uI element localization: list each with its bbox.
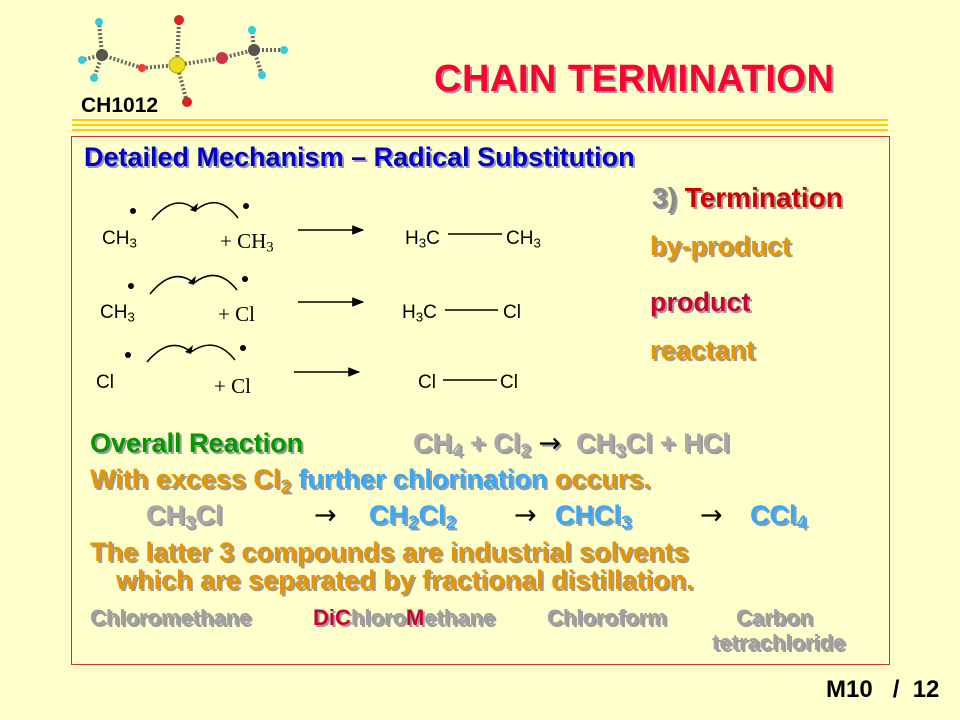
header-rule-2 [72, 124, 888, 126]
header-rule-3 [72, 129, 888, 131]
arrow-icon: → [700, 500, 723, 531]
solvents-line-2: which are separated by fractional distil… [116, 565, 694, 595]
arrow-icon: → [314, 500, 337, 531]
role-label-product: product [650, 287, 751, 317]
reactant-left: Cl [96, 372, 114, 393]
radical-dot [242, 276, 248, 282]
product-right: CH3 [506, 228, 541, 251]
role-label-byproduct: by-product [650, 231, 791, 261]
role-label-reactant: reactant [650, 335, 756, 365]
name-carbon: Carbon [736, 605, 813, 630]
header-rule-1 [72, 119, 888, 121]
compound-carbon-tetrachloride: CCl4 [750, 500, 808, 534]
reactant-right: + Cl [218, 302, 255, 326]
curved-arrow-icon [151, 202, 197, 221]
excess-chlorine-line: With excess Cl2 further chlorination occ… [90, 464, 651, 498]
page-number: M10 / 12 [826, 676, 940, 703]
product-left: H3C [402, 302, 437, 325]
reactant-right: + Cl [214, 374, 251, 398]
name-chloromethane: Chloromethane [90, 605, 252, 630]
name-chloroform: Chloroform [547, 605, 667, 630]
stage-word: Termination [684, 182, 843, 213]
curved-arrow-icon [193, 274, 238, 291]
reactant-left: CH3 [102, 228, 137, 251]
course-code: CH1012 [81, 94, 159, 117]
arrow-icon: → [538, 428, 561, 459]
overall-reaction-label: Overall Reaction [90, 428, 304, 458]
radical-dot [128, 283, 134, 289]
solvents-line-1: The latter 3 compounds are industrial so… [90, 537, 689, 567]
radical-dot [125, 352, 131, 358]
section-subtitle: Detailed Mechanism – Radical Substitutio… [84, 142, 635, 172]
compound-dichloromethane: CH2Cl2 [369, 500, 457, 534]
overall-equation: CH4 + Cl2 → CH3Cl + HCl [413, 428, 730, 462]
slide-title: CHAIN TERMINATION [434, 58, 835, 100]
curved-arrow-icon [190, 344, 236, 361]
product-right: Cl [500, 372, 518, 393]
name-dichloromethane: DiChloroMethane [313, 605, 496, 630]
arrow-icon: → [514, 500, 537, 531]
curved-arrow-icon [195, 201, 239, 219]
product-left: Cl [418, 372, 436, 393]
molecule-logo-icon [78, 15, 288, 107]
radical-dot [243, 203, 249, 209]
product-left: H3C [405, 228, 440, 251]
reaction-scheme [125, 201, 502, 381]
stage-label: 3) Termination [652, 182, 843, 214]
product-right: Cl [503, 302, 521, 323]
compound-chloroform: CHCl3 [555, 500, 632, 534]
curved-arrow-icon [146, 344, 192, 363]
reactant-right: + CH3 [220, 229, 274, 256]
radical-dot [130, 208, 136, 214]
name-tetrachloride: tetrachloride [712, 630, 846, 655]
curved-arrow-icon [149, 275, 195, 295]
radical-dot [240, 345, 246, 351]
compound-chloromethane: CH3Cl [146, 500, 223, 534]
content-box [71, 136, 890, 665]
reactant-left: CH3 [100, 302, 135, 325]
stage-number: 3) [652, 182, 677, 213]
